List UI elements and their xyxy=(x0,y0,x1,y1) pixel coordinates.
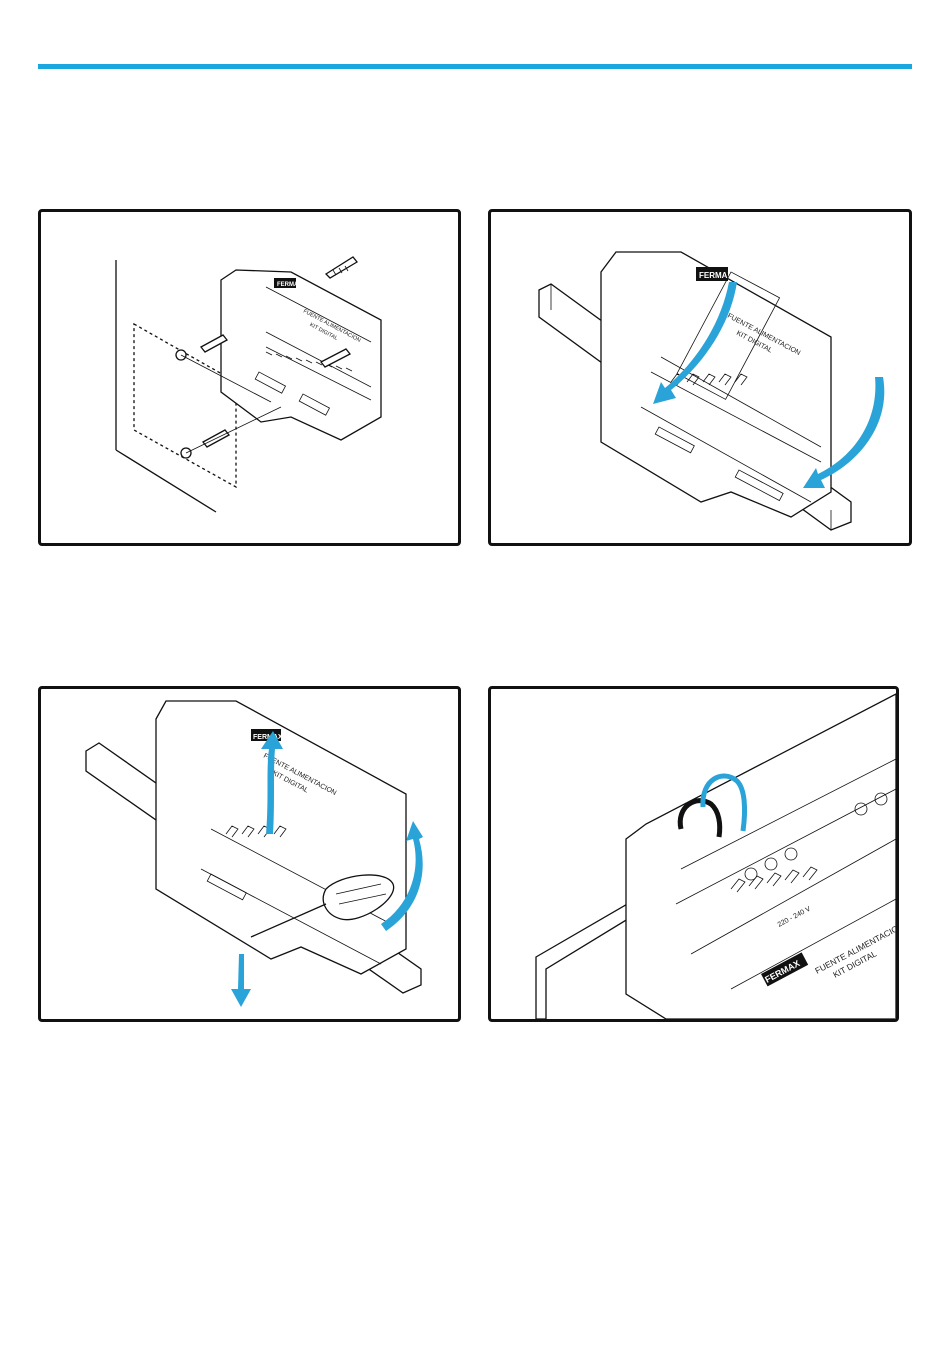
figure-removal: FERMAX FUENTE ALIMENTACION KIT DIGITAL xyxy=(38,686,461,1022)
power-supply-body xyxy=(601,252,831,517)
header-accent-rule xyxy=(38,64,912,69)
figure-din-rail-mount: FERMAX FUENTE ALIMENTACION KIT DIGITAL xyxy=(488,209,912,546)
power-supply-body xyxy=(221,270,381,440)
wall-floor-edge xyxy=(116,450,216,512)
brand-label: FERMAX xyxy=(699,271,733,280)
screw-icon xyxy=(326,257,357,278)
brand-label: FERMAX xyxy=(277,282,302,288)
down-arrow-icon xyxy=(231,954,251,1007)
wall-mount-illustration: FERMAX FUENTE ALIMENTACION KIT DIGITAL xyxy=(41,212,458,543)
power-supply-body xyxy=(626,694,896,1019)
din-rail-illustration: FERMAX FUENTE ALIMENTACION KIT DIGITAL xyxy=(491,212,909,543)
din-rail-icon xyxy=(536,899,641,1019)
removal-illustration: FERMAX FUENTE ALIMENTACION KIT DIGITAL xyxy=(41,689,458,1019)
power-supply-body xyxy=(156,701,406,974)
closeup-illustration: 220 - 240 V FERMAX FUENTE ALIMENTACION K… xyxy=(491,689,896,1019)
figure-closeup: 220 - 240 V FERMAX FUENTE ALIMENTACION K… xyxy=(488,686,899,1022)
figure-wall-mount: FERMAX FUENTE ALIMENTACION KIT DIGITAL xyxy=(38,209,461,546)
